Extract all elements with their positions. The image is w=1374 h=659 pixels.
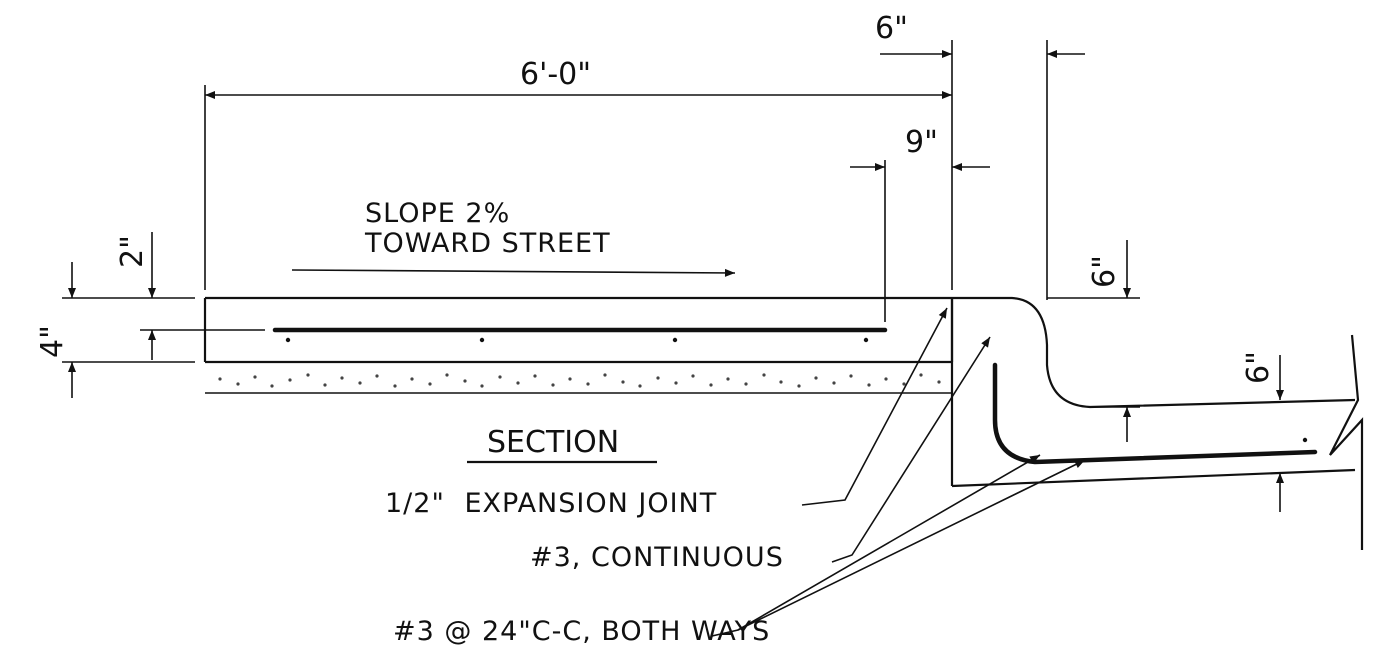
expansion-joint-callout: 1/2" EXPANSION JOINT [385,307,948,519]
dimension-curb-height: 6" [1047,240,1140,442]
slope-label: SLOPE 2% [365,198,510,229]
dimension-gap-to-joint: 9" [850,125,990,322]
section-title: SECTION [467,425,657,464]
dimension-curb-top-width: 6" [875,11,1085,300]
gutter-thickness-label: 6" [1241,351,1276,384]
dimension-gutter-thickness: 6" [1241,351,1284,512]
slab-rebar [272,327,888,343]
both-ways-bar-label: #3 @ 24"C-C, BOTH WAYS [393,616,770,647]
section-title-label: SECTION [487,425,619,460]
continuous-bar-callout: #3, CONTINUOUS [530,336,991,573]
continuous-bar-label: #3, CONTINUOUS [530,542,784,573]
gravel-subbase [205,373,952,394]
curb-and-gutter [950,296,1364,550]
dimension-slab-left: 2" 4" [35,232,265,398]
curb-height-label: 6" [1087,255,1122,288]
both-ways-bar-callout: #3 @ 24"C-C, BOTH WAYS [393,454,1086,647]
expansion-joint-fraction: 1/2" [385,488,445,519]
curb-top-width-label: 6" [875,11,908,46]
gap-to-joint-label: 9" [905,125,938,160]
rebar-cover-label: 2" [115,235,150,268]
walk-width-label: 6'-0" [520,57,591,92]
slope-note: SLOPE 2% TOWARD STREET [291,198,736,277]
svg-text:1/2" EXPANSION JOINT: 1/2" EXPANSION JOINT [385,488,717,519]
expansion-joint-label: EXPANSION JOINT [464,488,717,519]
slab-thickness-label: 4" [35,325,70,358]
slope-direction-label: TOWARD STREET [364,228,611,259]
